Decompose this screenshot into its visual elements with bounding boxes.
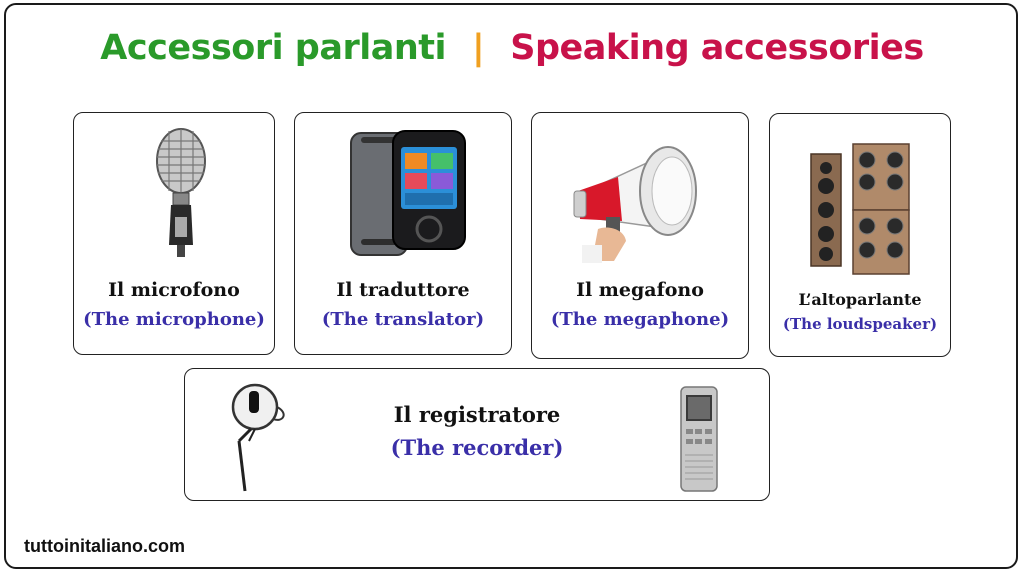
recorder-picture bbox=[680, 386, 718, 492]
card-label-english: (The megaphone) bbox=[550, 309, 730, 330]
megaphone-picture bbox=[573, 146, 697, 263]
card-microphone: Il microfono (The microphone) bbox=[73, 112, 275, 355]
card-loudspeaker: L’altoparlante (The loudspeaker) bbox=[769, 113, 951, 357]
card-label-english: (The microphone) bbox=[83, 309, 265, 330]
pop-filter-microphone-picture bbox=[231, 383, 285, 492]
title-italian: Accessori parlanti bbox=[100, 28, 446, 68]
title-separator: | bbox=[471, 28, 485, 68]
card-label-english: (The loudspeaker) bbox=[782, 315, 938, 333]
card-megaphone: Il megafono (The megaphone) bbox=[531, 112, 749, 359]
card-label-italian: L’altoparlante bbox=[798, 290, 922, 309]
vintage-microphone-picture bbox=[156, 128, 206, 257]
card-label-italian: Il megafono bbox=[576, 279, 704, 301]
card-label-italian: Il traduttore bbox=[336, 279, 470, 301]
card-label-english: (The translator) bbox=[321, 309, 485, 330]
card-label-italian: Il registratore bbox=[393, 402, 561, 427]
page-frame bbox=[4, 3, 1018, 569]
card-label-italian: Il microfono bbox=[108, 279, 240, 301]
title-english: Speaking accessories bbox=[510, 28, 924, 68]
loudspeaker-picture bbox=[810, 143, 910, 275]
translator-device-picture bbox=[350, 130, 466, 256]
card-label-english: (The recorder) bbox=[390, 435, 564, 460]
website-footer: tuttoinitaliano.com bbox=[24, 536, 185, 556]
card-translator: Il traduttore (The translator) bbox=[294, 112, 512, 355]
page-title: Accessori parlanti | Speaking accessories bbox=[0, 28, 1024, 68]
card-recorder: Il registratore (The recorder) bbox=[184, 368, 770, 501]
